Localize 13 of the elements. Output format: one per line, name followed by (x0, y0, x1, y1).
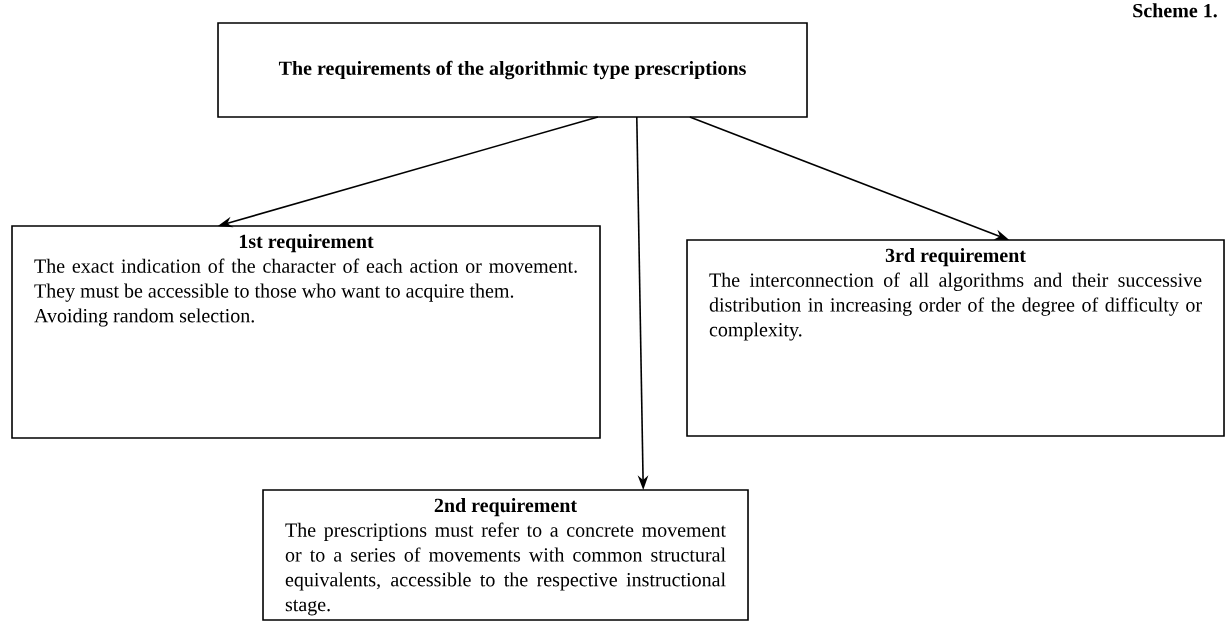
requirement-box (686, 239, 1225, 437)
requirement-box (262, 489, 749, 621)
box-text: Avoiding random selection. (34, 308, 254, 327)
scheme-label: Scheme 1. (1133, 3, 1217, 18)
box-heading: 1st requirement (239, 234, 374, 253)
requirement-box (217, 22, 808, 118)
box-text: The exact indication of the character of each action or movement. They must be accessible to those who want to acquire them. (34, 258, 577, 302)
box-title: The requirements of the algorithmic type prescriptions (278, 60, 746, 80)
requirement-box (11, 225, 601, 439)
box-text: The interconnection of all algorithms and their successive distribution in increasing order of the degree of difficulty or complexity. (709, 272, 1202, 341)
box-text: The prescriptions must refer to a concrete movement or to a series of movements with common structural equivalents, accessible to the respective instructional stage. (285, 522, 726, 616)
box-heading: 3rd requirement (885, 248, 1026, 267)
box-heading: 2nd requirement (434, 498, 577, 517)
